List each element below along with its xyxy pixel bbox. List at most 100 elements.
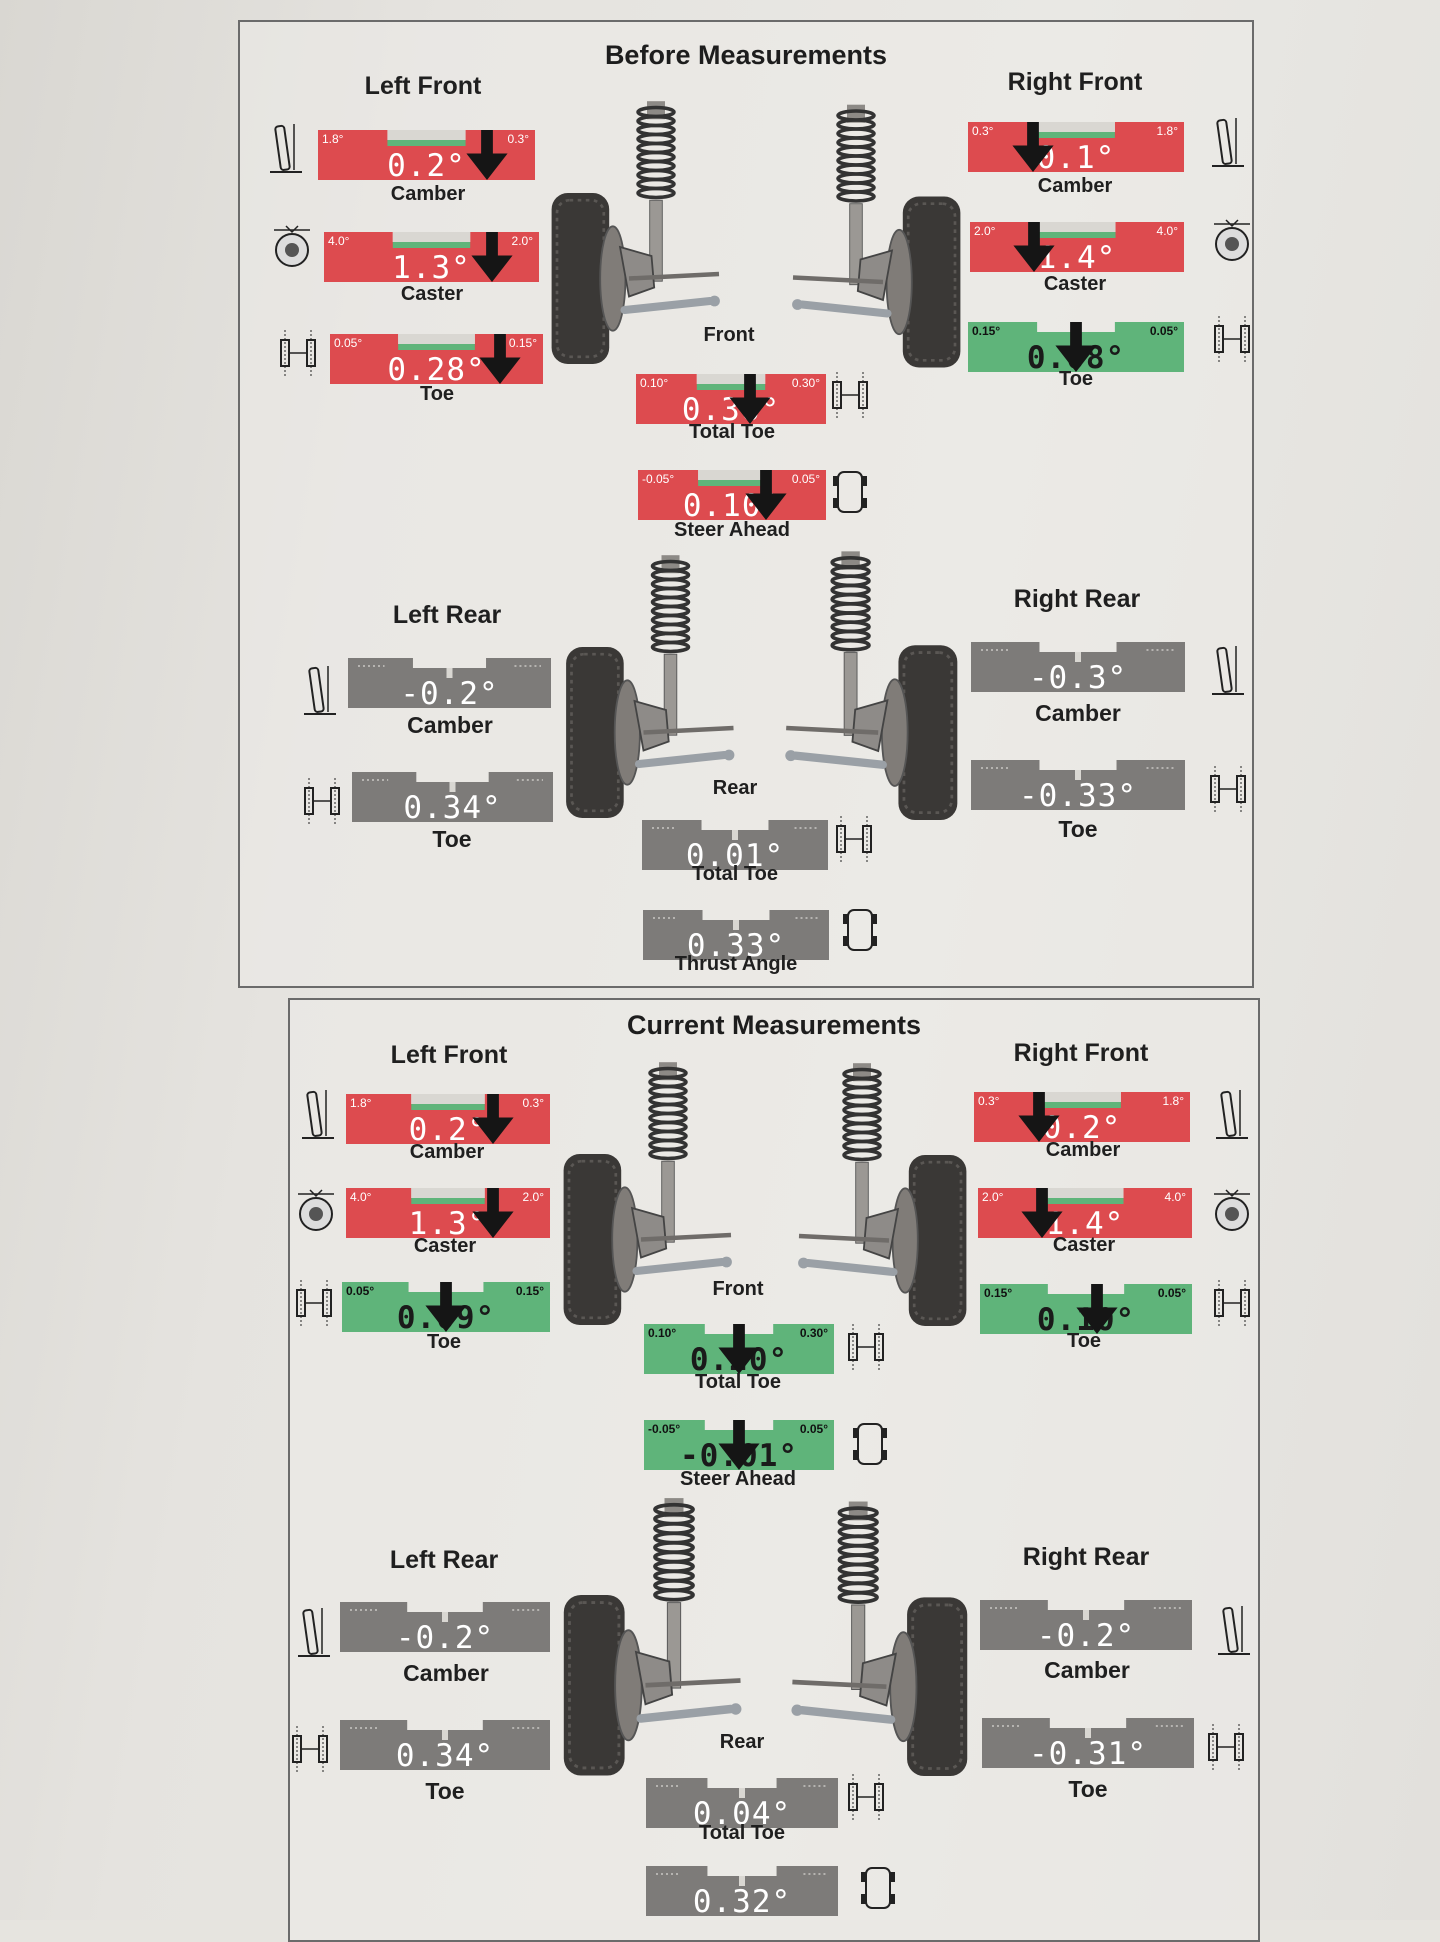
car-icon xyxy=(853,1423,887,1465)
toe-icon xyxy=(1208,1724,1244,1772)
camber-icon xyxy=(270,124,302,173)
gauge-max: 2.0° xyxy=(511,234,533,248)
pointer-arrow-icon xyxy=(729,374,771,424)
gauge-bar xyxy=(638,470,826,520)
tolerance-band xyxy=(1047,1294,1125,1300)
gauge-value: -0.33° xyxy=(1019,778,1137,814)
gauge-bar xyxy=(978,1188,1192,1238)
thrust-angle-gauge: 0.33° xyxy=(643,910,829,962)
gauge-value: 0.34° xyxy=(403,790,502,826)
left-front-caster-gauge: 4.0°2.0°1.3° xyxy=(324,232,539,284)
camber-label: Camber xyxy=(409,1141,485,1163)
right-rear-camber-gauge: -0.3° xyxy=(971,642,1185,696)
left-front-camber-gauge: 1.8°0.3°0.2° xyxy=(346,1094,550,1146)
front-right-suspension-illustration xyxy=(792,104,961,368)
caster-icon xyxy=(1214,1189,1250,1231)
gauge-value: -0.3° xyxy=(1028,660,1128,696)
camber-label: Camber xyxy=(1037,175,1113,197)
camber-icon xyxy=(304,666,336,715)
pointer-arrow-icon xyxy=(471,232,513,282)
gauge-value: -0.2° xyxy=(1036,1618,1136,1654)
gauge-value: 0.04° xyxy=(692,1796,792,1832)
rear-left-suspension-illustration xyxy=(563,1498,742,1776)
pointer-arrow-icon xyxy=(1076,1284,1118,1334)
gauge-max: 0.30° xyxy=(799,1326,828,1340)
steer-ahead-gauge: -0.05°0.05°0.10° xyxy=(638,470,826,522)
left-front-toe-gauge: 0.05°0.15°0.09° xyxy=(342,1282,550,1334)
front-right-suspension-illustration xyxy=(798,1063,967,1326)
gauge-min: 0.15° xyxy=(984,1286,1013,1300)
front-left-suspension-illustration xyxy=(551,101,720,364)
left-rear-toe-gauge: 0.34° xyxy=(352,772,553,826)
gauge-bar xyxy=(974,1092,1190,1142)
gauge-value: 0.2° xyxy=(387,148,466,184)
tolerance-band xyxy=(1043,1102,1121,1108)
camber-icon xyxy=(1218,1606,1250,1655)
gauge-bar xyxy=(980,1600,1192,1650)
gauge-bar xyxy=(340,1720,550,1770)
front-total-toe-gauge: 0.10°0.30°0.20° xyxy=(644,1324,834,1376)
pointer-arrow-icon xyxy=(425,1282,467,1332)
caster-icon xyxy=(1214,219,1250,261)
camber-icon xyxy=(1212,646,1244,695)
right-front-heading: Right Front xyxy=(1007,68,1143,96)
front-total-toe-gauge: 0.10°0.30°0.36° xyxy=(636,374,826,426)
tolerance-band xyxy=(411,1198,485,1204)
left-front-toe-gauge: 0.05°0.15°0.28° xyxy=(330,334,543,386)
camber-label: Camber xyxy=(1044,1657,1130,1683)
tolerance-band xyxy=(1046,1198,1124,1204)
gauge-bar xyxy=(968,122,1184,172)
rear-heading: Rear xyxy=(712,777,758,799)
right-rear-heading: Right Rear xyxy=(1013,585,1141,613)
left-rear-toe-gauge: 0.34° xyxy=(340,1720,550,1772)
total-toe-label: Total Toe xyxy=(695,1371,781,1393)
gauge-min: 2.0° xyxy=(974,224,996,238)
pointer-arrow-icon xyxy=(472,1188,514,1238)
gauge-bar xyxy=(646,1866,838,1916)
gauge-bar xyxy=(330,334,543,384)
gauge-max: 0.05° xyxy=(1149,324,1178,338)
pointer-arrow-icon xyxy=(1055,322,1097,372)
rear-total-toe-gauge: 0.01° xyxy=(642,820,828,872)
gauge-bar xyxy=(971,760,1185,810)
pointer-arrow-icon xyxy=(1021,1188,1063,1238)
gauge-bar xyxy=(348,658,551,708)
camber-icon xyxy=(302,1090,334,1139)
gauge-min: 0.10° xyxy=(640,376,669,390)
gauge-bar xyxy=(646,1778,838,1828)
gauge-max: 0.3° xyxy=(522,1096,544,1110)
right-rear-camber-gauge: -0.2° xyxy=(980,1600,1192,1654)
gauge-bar xyxy=(970,222,1184,272)
rear-left-suspension-illustration xyxy=(566,555,735,818)
gauge-min: 0.3° xyxy=(972,124,994,138)
camber-icon xyxy=(1216,1090,1248,1139)
pointer-arrow-icon xyxy=(466,130,508,180)
total-toe-label: Total Toe xyxy=(699,1822,785,1844)
steer-ahead-gauge: -0.05°0.05°-0.01° xyxy=(644,1420,834,1472)
thrust-angle-gauge: 0.32° xyxy=(646,1866,838,1918)
gauge-min: 1.8° xyxy=(322,132,344,146)
pointer-arrow-icon xyxy=(1013,222,1055,272)
pointer-arrow-icon xyxy=(718,1420,760,1470)
caster-label: Caster xyxy=(1043,273,1107,295)
camber-label: Camber xyxy=(390,183,466,205)
gauge-max: 0.3° xyxy=(507,132,529,146)
left-front-heading: Left Front xyxy=(390,1041,508,1069)
camber-icon xyxy=(1212,118,1244,167)
toe-icon xyxy=(848,1324,884,1372)
camber-label: Camber xyxy=(403,1660,489,1686)
toe-icon xyxy=(836,816,872,864)
right-front-toe-gauge: 0.15°0.05°0.10° xyxy=(980,1284,1192,1336)
rear-total-toe-gauge: 0.04° xyxy=(646,1778,838,1832)
left-front-caster-gauge: 4.0°2.0°1.3° xyxy=(346,1188,550,1240)
tolerance-band xyxy=(1038,232,1116,238)
gauge-min: 2.0° xyxy=(982,1190,1004,1204)
right-front-camber-gauge: 0.3°1.8°0.2° xyxy=(974,1092,1190,1144)
toe-icon xyxy=(848,1774,884,1822)
toe-label: Toe xyxy=(432,826,472,852)
gauge-bar xyxy=(643,910,829,960)
tolerance-band xyxy=(398,344,475,350)
toe-label: Toe xyxy=(1058,816,1098,842)
left-rear-camber-gauge: -0.2° xyxy=(340,1602,550,1654)
gauge-min: 0.10° xyxy=(648,1326,677,1340)
